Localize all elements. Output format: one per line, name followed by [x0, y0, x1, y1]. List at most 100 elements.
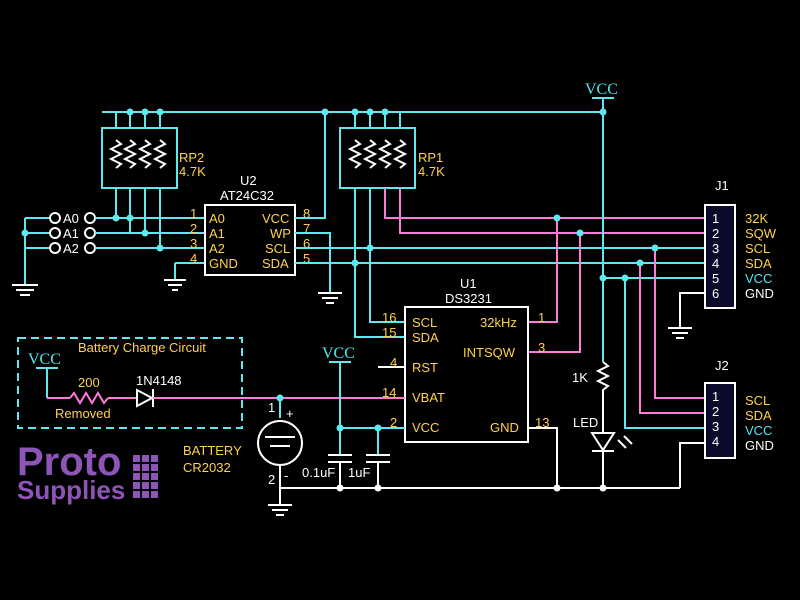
u2-pin2-num: 2 — [190, 221, 197, 236]
battery-plus: + — [286, 406, 294, 421]
j1-connector: J1 1 2 3 4 5 6 32K SQW SCL SDA VCC GND — [704, 178, 777, 309]
led-label: LED — [573, 415, 598, 430]
j1-label-sqw: SQW — [745, 226, 777, 241]
u1-pin14-name: VBAT — [412, 390, 445, 405]
logo-line2: Supplies — [17, 475, 125, 505]
u1-pin1-num: 1 — [538, 310, 545, 325]
cap1-value: 0.1uF — [302, 465, 335, 480]
led-resistor-value: 1K — [572, 370, 588, 385]
u1-pin3-name: INTSQW — [463, 345, 516, 360]
u2-ref: U2 — [240, 173, 257, 188]
u2-pin6-name: SCL — [265, 241, 290, 256]
protosupplies-logo: Proto Supplies — [17, 440, 158, 505]
j1-label-gnd: GND — [745, 286, 774, 301]
charge-circuit: Battery Charge Circuit VCC 200 1N4148 Re… — [17, 337, 280, 429]
u1-pin3-num: 3 — [538, 340, 545, 355]
i2c-bus — [295, 112, 705, 488]
battery: + 1 2 - BATTERY CR2032 — [183, 394, 405, 516]
j2-pin4: 4 — [712, 434, 719, 449]
j1-pin5: 5 — [712, 271, 719, 286]
u2-pin5-num: 5 — [303, 251, 310, 266]
u1-pin13-name: GND — [490, 420, 519, 435]
vcc-top-label: VCC — [585, 81, 618, 98]
battery-label: BATTERY — [183, 443, 242, 458]
charge-diode-part: 1N4148 — [136, 373, 182, 388]
u1-pin15-num: 15 — [382, 325, 396, 340]
rp1-ref: RP1 — [418, 150, 443, 165]
rp1-value: 4.7K — [418, 164, 445, 179]
u2-pin4-num: 4 — [190, 251, 197, 266]
u1-pin16-num: 16 — [382, 310, 396, 325]
j2-label-sda: SDA — [745, 408, 772, 423]
pad-a0: A0 — [63, 211, 79, 226]
u2-pin7-name: WP — [270, 226, 291, 241]
j2-ref: J2 — [715, 358, 729, 373]
u1-ref: U1 — [460, 276, 477, 291]
u2-eeprom: U2 AT24C32 1 2 3 4 A0 A1 A2 GND VCC WP S… — [190, 112, 342, 304]
battery-part: CR2032 — [183, 460, 231, 475]
rp2-resistor-pack: RP2 4.7K — [101, 108, 325, 189]
j1-pin1: 1 — [712, 211, 719, 226]
u1-pin2-num: 2 — [390, 415, 397, 430]
address-pads: A0 A1 A2 — [12, 188, 205, 296]
u2-pin8-name: VCC — [262, 211, 289, 226]
j1-pin3: 3 — [712, 241, 719, 256]
u2-pin6-num: 6 — [303, 236, 310, 251]
u2-pin1-num: 1 — [190, 206, 197, 221]
u2-part: AT24C32 — [220, 188, 274, 203]
u2-pin5-name: SDA — [262, 256, 289, 271]
cap2-value: 1uF — [348, 465, 370, 480]
u1-pin4-num: 4 — [390, 355, 397, 370]
pad-a1: A1 — [63, 226, 79, 241]
u1-part: DS3231 — [445, 291, 492, 306]
j2-pin1: 1 — [712, 389, 719, 404]
j2-label-gnd: GND — [745, 438, 774, 453]
battery-pin1: 1 — [268, 400, 275, 415]
u2-pin3-num: 3 — [190, 236, 197, 251]
j1-ref: J1 — [715, 178, 729, 193]
j1-pin6: 6 — [712, 286, 719, 301]
caps-vcc-label: VCC — [322, 345, 355, 362]
u1-pin14-num: 14 — [382, 385, 396, 400]
j2-connector: J2 1 2 3 4 SCL SDA VCC GND — [704, 358, 774, 459]
u1-rtc: U1 DS3231 16 15 4 14 2 SCL SDA RST VBAT … — [340, 276, 558, 488]
battery-pin2: 2 — [268, 472, 275, 487]
u2-pin8-num: 8 — [303, 206, 310, 221]
u2-pin1-name: A0 — [209, 211, 225, 226]
logo-grid-icon — [133, 455, 158, 498]
decoupling-caps: VCC 0.1uF 1uF — [280, 345, 680, 492]
charge-removed-note: Removed — [55, 406, 111, 421]
u1-pin2-name: VCC — [412, 420, 439, 435]
j2-pin3: 3 — [712, 419, 719, 434]
u2-pin2-name: A1 — [209, 226, 225, 241]
led-branch: 1K LED — [572, 278, 633, 488]
rp2-ref: RP2 — [179, 150, 204, 165]
pad-a2: A2 — [63, 241, 79, 256]
u1-pin15-name: SDA — [412, 330, 439, 345]
rp1-resistor-pack: RP1 4.7K — [321, 108, 445, 189]
j1-label-32k: 32K — [745, 211, 768, 226]
j2-pin2: 2 — [712, 404, 719, 419]
charge-resistor-value: 200 — [78, 375, 100, 390]
u1-pin1-name: 32kHz — [480, 315, 517, 330]
j1-pin2: 2 — [712, 226, 719, 241]
logo-line1: Proto — [17, 440, 121, 484]
charge-circuit-title: Battery Charge Circuit — [78, 340, 206, 355]
u2-pin4-name: GND — [209, 256, 238, 271]
j1-pin4: 4 — [712, 256, 719, 271]
j2-label-vcc: VCC — [745, 423, 772, 438]
u2-pin3-name: A2 — [209, 241, 225, 256]
j1-label-scl: SCL — [745, 241, 770, 256]
j2-label-scl: SCL — [745, 393, 770, 408]
charge-vcc-label: VCC — [28, 351, 61, 368]
u1-pin16-name: SCL — [412, 315, 437, 330]
j1-label-vcc: VCC — [745, 271, 772, 286]
rp2-value: 4.7K — [179, 164, 206, 179]
u1-pin4-name: RST — [412, 360, 438, 375]
u1-pin13-num: 13 — [535, 415, 549, 430]
j1-label-sda: SDA — [745, 256, 772, 271]
u2-pin7-num: 7 — [303, 221, 310, 236]
vcc-top: VCC — [400, 81, 618, 116]
battery-minus: - — [284, 468, 288, 483]
